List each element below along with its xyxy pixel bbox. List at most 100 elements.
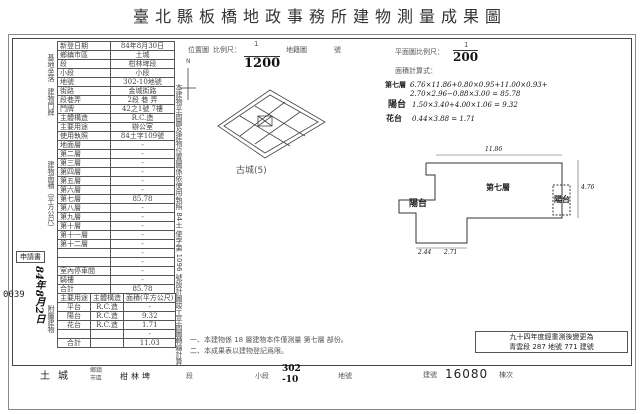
floor-label: 第七層 [486, 183, 510, 192]
application-number: 0039 [3, 290, 25, 300]
annex-cell: 9.32 [122, 311, 177, 321]
floor-area: - [110, 140, 175, 150]
annex-header-cell: 主要用途 [57, 293, 91, 303]
annex-cell [57, 329, 91, 339]
dim-right: 4.76 [581, 184, 595, 191]
floor-area: - [110, 221, 175, 231]
floor-label: 第二層 [57, 149, 111, 159]
table-row: 主要用途辦公室 [57, 122, 175, 132]
floor-label: 第五層 [57, 176, 111, 186]
floor-plan-drawing [398, 154, 579, 249]
area-calc-label: 面積計算式： [395, 67, 437, 75]
address-group-label: 建物門牌 [47, 88, 55, 116]
balcony-left-label: 陽台 [409, 199, 428, 209]
floor-row: - [57, 257, 175, 267]
floor-label: 第三層 [57, 158, 111, 168]
annex-row: - [57, 329, 177, 339]
annex-header: 主要用途主體構造面積(平方公尺) [57, 293, 177, 303]
floor-label: 第六層 [57, 185, 111, 195]
calc-formula-planter: 0.44×3.88 = 1.71 [412, 115, 475, 123]
row-label: 地號 [57, 77, 111, 87]
floor-area: - [110, 212, 175, 222]
dim-bottom-2: 2.71 [444, 249, 458, 256]
annex-cell [90, 329, 124, 339]
footer-lot: 302 [282, 364, 301, 374]
north-label: N [186, 58, 191, 65]
vertical-note: 本建物平面圖及建物位置圖係依使用執照 84土 使字第 1096 號設計圖竣工平面… [175, 84, 183, 365]
row-label: 段 [57, 59, 111, 69]
balcony-right-label: 陽台 [554, 195, 570, 204]
floor-area: - [110, 230, 175, 240]
plan-scale-num: 1 [464, 41, 469, 49]
remeasure-stamp: 九十四年度經重測後變更為 青雲段 287 地號 771 建號 [475, 331, 628, 353]
row-label: 街路 [57, 86, 111, 96]
annex-cell: 合計 [57, 338, 91, 348]
location-map-label: 位置圖 [188, 46, 209, 54]
row-value: 42之1號 7樓 [110, 104, 175, 114]
floor-label: 室內停車間 [57, 266, 111, 276]
floor-label [57, 248, 111, 258]
footer-bldg-number: 16080 [445, 367, 489, 381]
annex-header-cell: 面積(平方公尺) [122, 293, 177, 303]
floor-label: 騎樓 [57, 275, 111, 285]
calc-label-balcony: 陽台 [388, 100, 407, 110]
floor-row: 第四層- [57, 167, 175, 177]
row-value: 84年8月30日 [110, 41, 175, 51]
dim-bottom-1: 2.44 [418, 249, 432, 256]
annex-cell: - [122, 329, 177, 339]
row-value: 2段 巷 弄 [110, 95, 175, 105]
document-title: 臺北縣板橋地政事務所建物測量成果圖 [132, 7, 507, 26]
table-row: 小段小段 [57, 68, 175, 78]
calc-formula-floor7: 6.76×11.86+0.80×0.95+11.00×0.93+ [410, 81, 548, 89]
plan-scale-den: 200 [453, 50, 479, 64]
floor-label: 第七層 [57, 194, 111, 204]
location-map-drawing [180, 68, 326, 159]
floor-area: - [110, 275, 175, 285]
calc-formula-balcony: 1.50×3.40+4.00×1.06 = 9.32 [412, 101, 518, 109]
floor-label: 第四層 [57, 167, 111, 177]
floor-row: 第十層- [57, 221, 175, 231]
floor-area: - [110, 203, 175, 213]
annex-header-cell: 主體構造 [90, 293, 124, 303]
number-label: 號 [334, 46, 341, 54]
floor-row: 室內停車間- [57, 266, 175, 276]
row-label: 小段 [57, 68, 111, 78]
floor-label: 地面層 [57, 140, 111, 150]
application-date: 84年8月2日 [33, 266, 44, 324]
floor-row: 第三層- [57, 158, 175, 168]
annex-cell: 平台 [57, 302, 91, 312]
annex-cell: 1.71 [122, 320, 177, 330]
location-scale-den: 1200 [244, 56, 281, 71]
outer-border [8, 34, 636, 410]
floor-row: 第八層- [57, 203, 175, 213]
table-row: 鄉鎮市區土城 [57, 50, 175, 60]
floor-row: 第五層- [57, 176, 175, 186]
row-value: 小段 [110, 68, 175, 78]
row-value: 金城街路 [110, 86, 175, 96]
annex-cell [90, 338, 124, 348]
floor-area: - [110, 248, 175, 258]
location-scale-num: 1 [254, 40, 259, 48]
floor-row: 第十一層- [57, 230, 175, 240]
calc-label-planter: 花台 [386, 114, 402, 123]
row-label: 使用執照 [57, 131, 111, 141]
floor-area: - [110, 149, 175, 159]
plan-scale-label: 平面圖比例尺： [395, 48, 444, 56]
note-2: 二、本成果表以建物登記爲限。 [190, 347, 288, 355]
floor-label: 第九層 [57, 212, 111, 222]
table-row: 街路金城街路 [57, 86, 175, 96]
floor-row: 第十二層- [57, 239, 175, 249]
annex-cell: R.C.造 [90, 320, 124, 330]
row-label: 主要用途 [57, 122, 111, 132]
floor-label: 第十二層 [57, 239, 111, 249]
